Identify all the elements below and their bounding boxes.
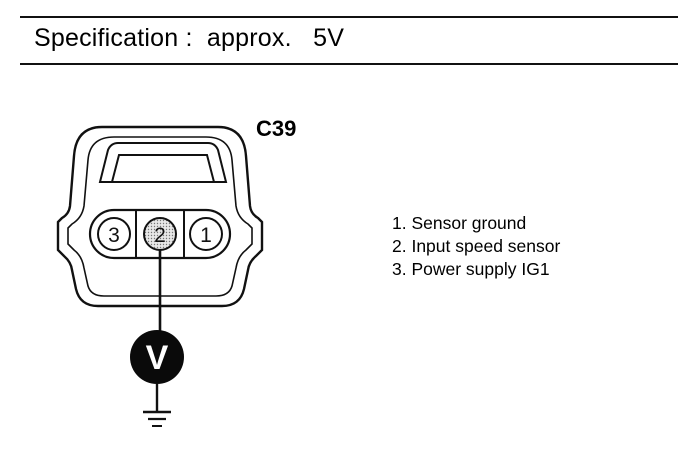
pin-1-label: 1: [200, 224, 212, 247]
pin-legend: 1. Sensor ground 2. Input speed sensor 3…: [392, 212, 560, 281]
pin-3-label: 3: [108, 224, 120, 247]
connector-label: C39: [256, 116, 297, 141]
ground-icon: [143, 410, 171, 427]
connector-housing-inner: [67, 136, 253, 297]
specification-text: Specification : approx. 5V: [34, 24, 345, 52]
legend-item-pin-1: 1. Sensor ground: [392, 213, 527, 233]
pin-2-label: 2: [154, 224, 166, 247]
top-rule: [20, 16, 678, 18]
legend-item-pin-2: 2. Input speed sensor: [392, 236, 561, 256]
locking-tab: [98, 142, 228, 183]
pin-1-circle: [189, 217, 223, 251]
bottom-rule: [20, 63, 678, 65]
legend-item-pin-3: 3. Power supply IG1: [392, 259, 550, 279]
voltmeter-symbol: V: [146, 339, 169, 377]
pin-3-circle: [97, 217, 131, 251]
voltmeter-icon: [130, 330, 184, 384]
